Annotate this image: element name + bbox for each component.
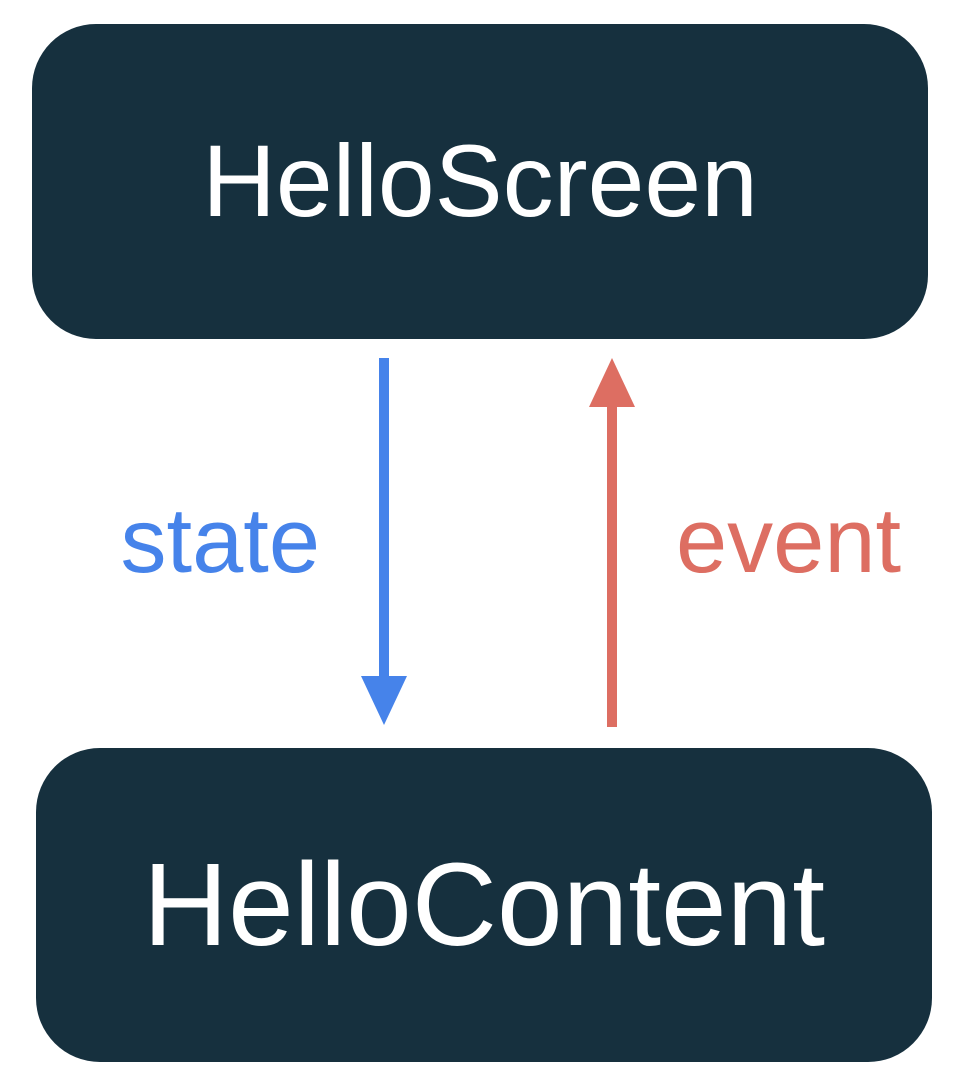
node-hello-content: HelloContent — [36, 748, 932, 1062]
node-hello-screen-label: HelloScreen — [202, 124, 758, 238]
node-hello-content-label: HelloContent — [142, 839, 826, 971]
state-edge-label: state — [120, 490, 320, 592]
event-edge-label: event — [676, 490, 902, 592]
state-arrow-down-icon — [361, 358, 407, 725]
node-hello-screen: HelloScreen — [32, 24, 928, 339]
event-arrow-up-icon — [589, 358, 635, 727]
